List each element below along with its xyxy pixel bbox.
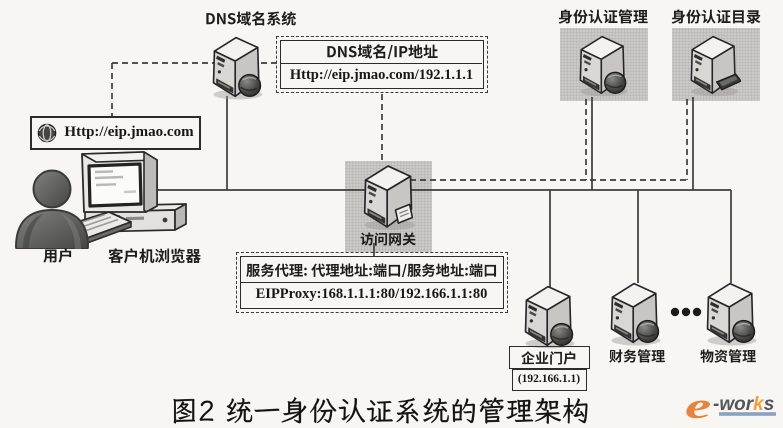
portal-ip-text: (192.166.1.1) xyxy=(517,373,581,385)
globe-icon xyxy=(37,123,57,143)
browser-url-text: Http://eip.jmao.com xyxy=(64,124,194,140)
material-server-icon xyxy=(703,279,759,346)
portal-name-box xyxy=(509,346,590,369)
more-servers-ellipsis: ... xyxy=(670,306,702,318)
eworks-logo-suffix: s xyxy=(764,394,775,415)
portal-ip-box: (192.166.1.1) xyxy=(512,369,587,391)
identity-dir-server-icon xyxy=(687,32,741,97)
identity-dir-label: 身份认证目录 xyxy=(671,9,761,24)
eworks-logo-accent: k xyxy=(753,394,765,415)
finance-label: 财务管理 xyxy=(609,349,665,363)
proxy-box-divider xyxy=(241,282,502,283)
user-icon xyxy=(15,169,89,249)
identity-mgmt-server-icon xyxy=(576,32,630,97)
material-label: 物资管理 xyxy=(700,349,756,363)
eworks-logo[interactable]: e -works xyxy=(684,385,780,426)
dns-ip-box-outer xyxy=(276,36,488,93)
eworks-logo-text: -works xyxy=(713,394,774,415)
gateway-label: 访问网关 xyxy=(360,232,416,246)
dns-ip-box-header: DNS域名/IP地址 xyxy=(326,44,438,59)
proxy-box: EIPProxy:168.1.1.1:80/192.166.1.1:80 xyxy=(240,256,504,309)
dns-ip-box: Http://eip.jmao.com/192.1.1.1 xyxy=(280,40,484,89)
browser-url-box: Http://eip.jmao.com xyxy=(30,116,201,150)
dns-server-icon xyxy=(209,33,265,100)
client-browser-label: 客户机浏览器 xyxy=(107,248,201,264)
portal-server-icon xyxy=(521,282,577,349)
portal-label: 企业门户 xyxy=(521,351,577,365)
figure-caption: 图2 统一身份认证系统的管理架构 xyxy=(170,396,590,424)
gateway-server-icon xyxy=(360,161,418,231)
identity-mgmt-label: 身份认证管理 xyxy=(558,9,648,24)
finance-server-icon xyxy=(607,279,663,346)
eworks-logo-e: e xyxy=(685,389,711,423)
eworks-logo-prefix: -wor xyxy=(713,394,755,415)
user-label: 用户 xyxy=(43,248,73,263)
eworks-logo-underline xyxy=(719,412,776,416)
proxy-box-outer xyxy=(236,252,508,313)
proxy-box-header: 服务代理: 代理地址:端口/服务地址:端口 xyxy=(246,263,498,278)
proxy-box-value: EIPProxy:168.1.1.1:80/192.166.1.1:80 xyxy=(255,286,488,302)
dns-ip-box-value: Http://eip.jmao.com/192.1.1.1 xyxy=(289,67,474,83)
dns-ip-box-divider xyxy=(281,63,482,64)
dns-system-label: DNS域名系统 xyxy=(205,11,297,26)
